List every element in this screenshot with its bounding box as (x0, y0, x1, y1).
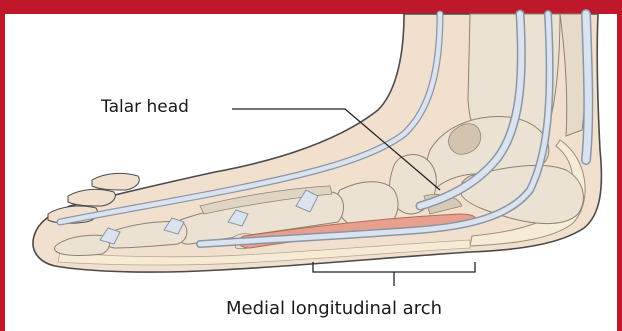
medial-longitudinal-arch-label: Medial longitudinal arch (226, 298, 442, 319)
frame-top-bar (0, 0, 622, 14)
arch-bracket (313, 262, 475, 286)
frame-left-border (0, 0, 5, 331)
frame-right-border (617, 0, 622, 331)
achilles-tendon-core (586, 14, 588, 160)
toe-fold-2 (68, 189, 115, 206)
toe-fold-3 (92, 173, 139, 190)
talar-head-label: Talar head (101, 97, 189, 117)
